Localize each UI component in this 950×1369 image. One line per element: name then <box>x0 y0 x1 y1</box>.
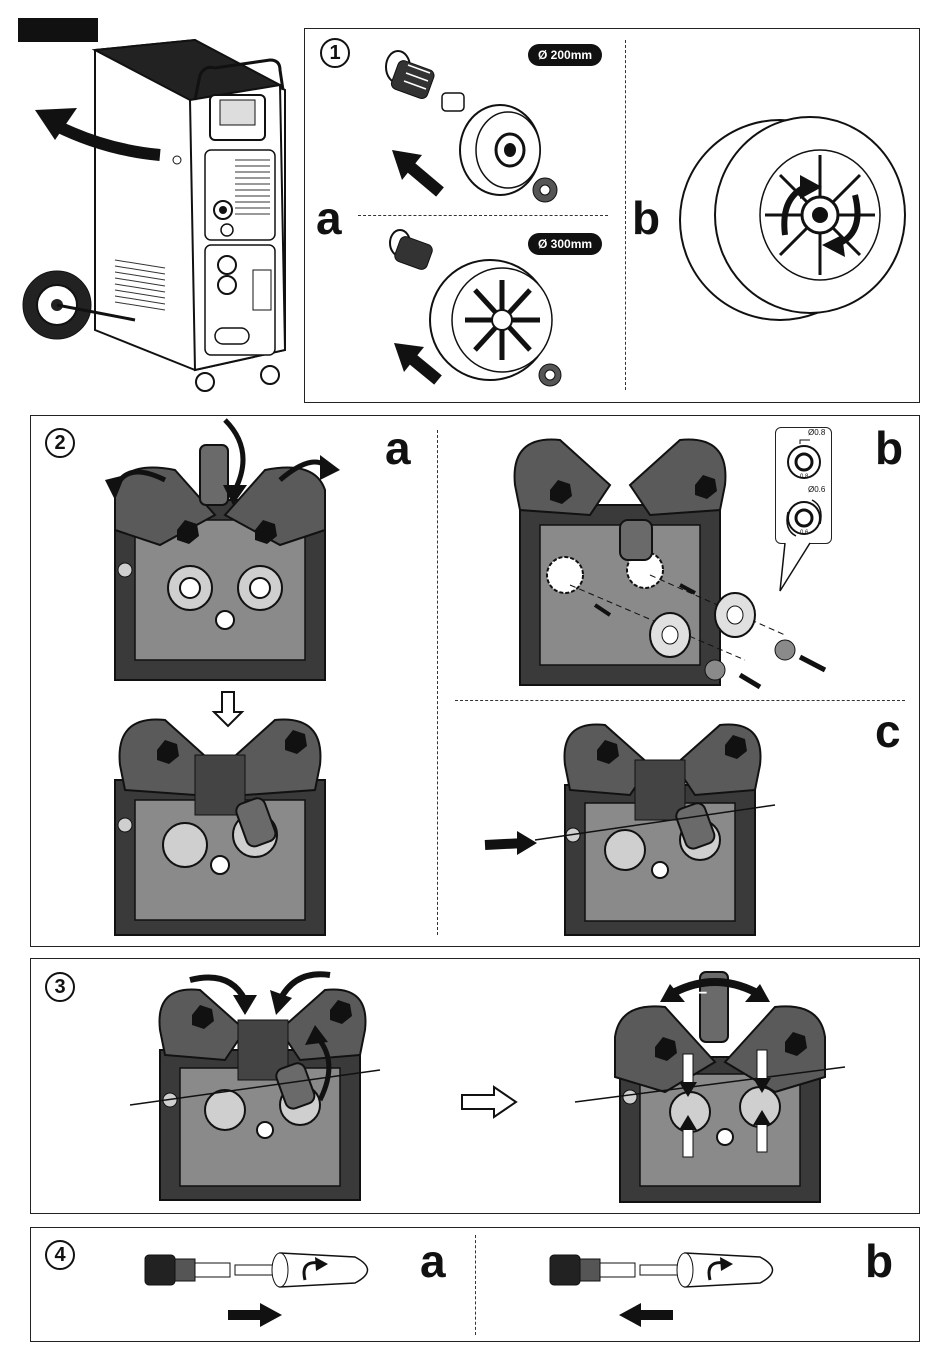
pressure-plus-sign: + <box>730 985 739 1003</box>
sub-label-4b: b <box>865 1238 893 1284</box>
sub-label-1b: b <box>632 195 660 241</box>
roller-08-small-label: 0.8 <box>800 474 808 480</box>
roller-callout-pointer <box>780 543 820 593</box>
wire-feeder-wire-insertion <box>485 705 785 945</box>
wire-feeder-arms-lowered <box>105 705 335 940</box>
wire-feeder-closing-arms <box>130 960 390 1210</box>
step-number-2: 2 <box>45 428 75 458</box>
panel4-divider-vertical <box>475 1235 476 1335</box>
panel2-divider-horizontal <box>455 700 905 701</box>
sub-label-4a: a <box>420 1238 446 1284</box>
panel1-divider-vertical <box>625 40 626 390</box>
sub-label-2a: a <box>385 425 411 471</box>
step-number-3: 3 <box>45 972 75 1002</box>
roller-06-label: Ø0.6 <box>808 485 825 494</box>
sub-label-2b: b <box>875 425 903 471</box>
sub-label-2c: c <box>875 708 901 754</box>
next-step-arrow <box>462 1085 518 1119</box>
roller-06-small-label: 0.6 <box>800 530 808 536</box>
welding-machine-illustration <box>15 30 305 405</box>
spool-200-assembly <box>370 45 590 205</box>
spool-300-assembly <box>380 225 600 395</box>
step-number-1: 1 <box>320 38 350 68</box>
step-number-4: 4 <box>45 1240 75 1270</box>
spool-mounted-rotation <box>670 95 920 335</box>
pressure-minus-sign: − <box>698 985 707 1003</box>
torch-nozzle-assembly-a <box>140 1245 390 1335</box>
sub-label-1a: a <box>316 195 342 241</box>
wire-feeder-open-arms <box>105 420 335 690</box>
roller-08-label: Ø0.8 <box>808 428 825 437</box>
torch-nozzle-assembly-b <box>545 1245 795 1335</box>
panel2-divider-vertical <box>437 430 438 935</box>
panel1-divider-horizontal <box>358 215 608 216</box>
